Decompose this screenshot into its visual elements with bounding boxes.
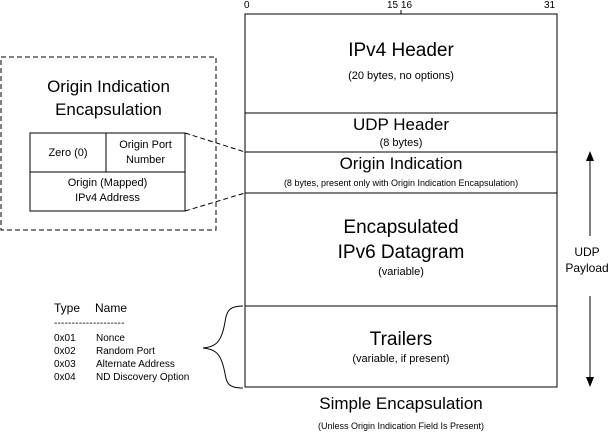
bit-label-15-16: 15 16 bbox=[387, 0, 413, 11]
inset-addr-line1: Origin (Mapped) bbox=[67, 177, 148, 189]
udp-payload-line2: Payload bbox=[565, 261, 609, 275]
inset-title-line2: Encapsulation bbox=[55, 100, 162, 119]
ipv4-header-sub: (20 bytes, no options) bbox=[348, 70, 454, 82]
inset-title-line1: Origin Indication bbox=[47, 77, 170, 96]
inset-port-line2: Number bbox=[125, 154, 166, 166]
trailers-sub: (variable, if present) bbox=[352, 353, 450, 365]
legend-row-name: Random Port bbox=[96, 346, 155, 357]
legend-row-type: 0x04 bbox=[54, 372, 76, 383]
legend-row-name: Nonce bbox=[96, 333, 125, 344]
payload-arrow-up-head bbox=[586, 151, 594, 161]
origin-indication-title: Origin Indication bbox=[339, 154, 463, 173]
legend-row-type: 0x03 bbox=[54, 359, 76, 370]
ipv6-title-line2: IPv6 Datagram bbox=[337, 242, 465, 263]
trailers-brace bbox=[202, 305, 244, 389]
payload-arrow-down-head bbox=[586, 377, 594, 387]
legend-row-type: 0x01 bbox=[54, 333, 76, 344]
legend-row-name: Alternate Address bbox=[96, 359, 175, 370]
legend-col-type: Type bbox=[54, 301, 81, 315]
legend-row-name: ND Discovery Option bbox=[96, 372, 190, 383]
trailers-title: Trailers bbox=[369, 329, 433, 350]
bit-label-0: 0 bbox=[244, 0, 250, 11]
inset-zero-field: Zero (0) bbox=[48, 147, 88, 159]
inset-dashed-box bbox=[0, 56, 217, 231]
ipv6-sub: (variable) bbox=[378, 266, 424, 278]
caption-title: Simple Encapsulation bbox=[319, 394, 483, 413]
origin-indication-sub: (8 bytes, present only with Origin Indic… bbox=[283, 178, 519, 188]
ipv6-title-line1: Encapsulated bbox=[343, 217, 459, 238]
caption-sub: (Unless Origin Indication Field Is Prese… bbox=[317, 421, 485, 431]
udp-payload-line1: UDP bbox=[574, 245, 600, 259]
legend-divider: -------------------- bbox=[54, 318, 125, 329]
bit-label-31: 31 bbox=[544, 0, 556, 11]
connector-bottom bbox=[184, 192, 246, 212]
inset-addr-line2: IPv4 Address bbox=[75, 192, 140, 204]
udp-header-sub: (8 bytes) bbox=[379, 137, 423, 149]
legend-col-name: Name bbox=[95, 301, 128, 315]
ipv4-header-title: IPv4 Header bbox=[348, 40, 454, 61]
legend-row-type: 0x02 bbox=[54, 346, 76, 357]
udp-header-title: UDP Header bbox=[352, 115, 450, 134]
inset-port-line1: Origin Port bbox=[119, 139, 172, 151]
connector-top bbox=[184, 132, 246, 153]
